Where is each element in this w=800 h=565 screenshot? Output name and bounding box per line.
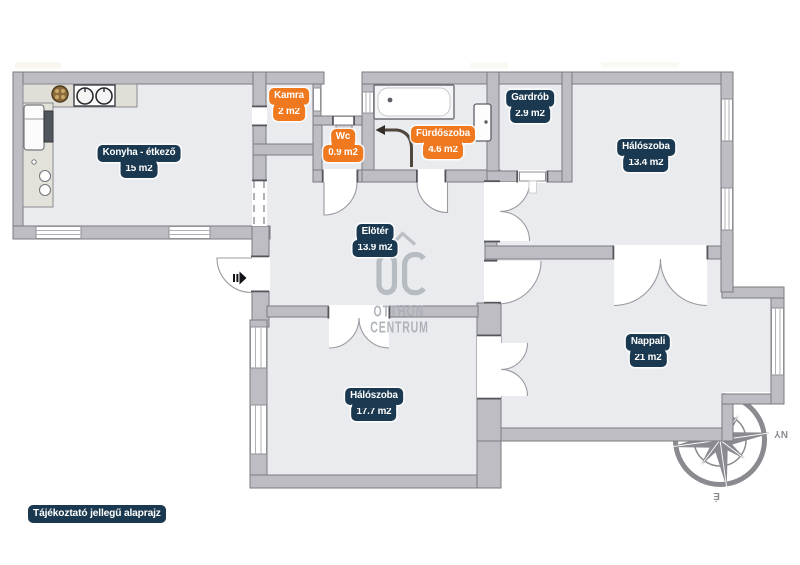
svg-text:OTTHON: OTTHON bbox=[373, 302, 424, 320]
svg-text:NY: NY bbox=[774, 428, 788, 439]
svg-text:É: É bbox=[713, 490, 720, 503]
svg-text:CENTRUM: CENTRUM bbox=[370, 318, 428, 336]
